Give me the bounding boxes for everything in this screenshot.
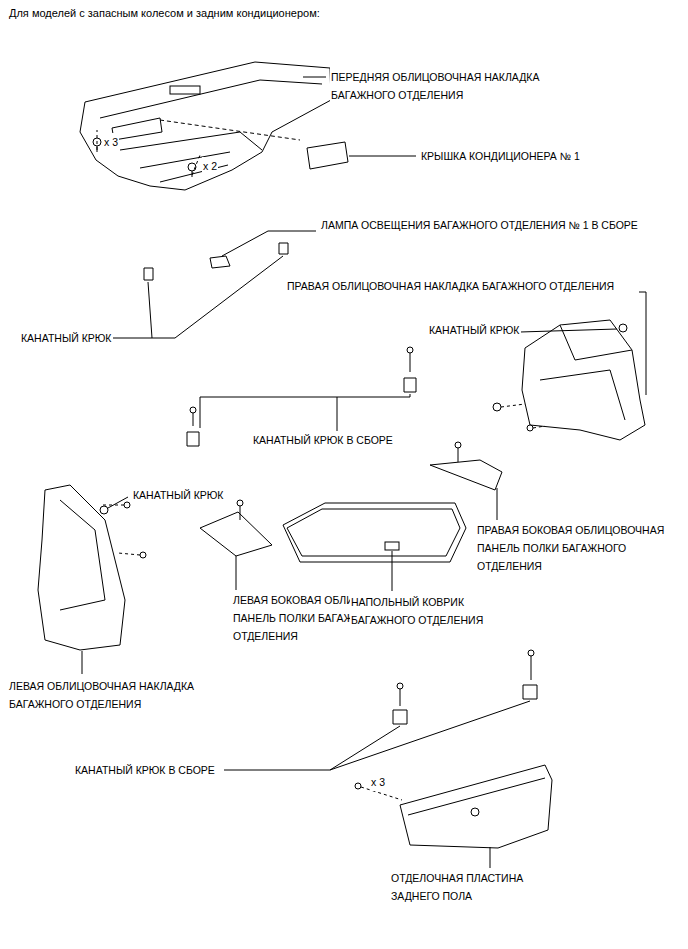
rope-hook-drawing [144,268,153,280]
quantity-label: x 3 [103,133,119,151]
left-shelf-panel-drawing [200,500,272,556]
part-label: КАНАТНЫЙ КРЮК В СБОРЕ [252,431,394,449]
hook-assembly-drawing [523,685,537,699]
quantity-label: x 3 [370,773,386,791]
right-shelf-panel-drawing [430,442,502,490]
page-heading: Для моделей с запасным колесом и задним … [8,4,321,22]
ac-cover-drawing [307,142,348,169]
part-label: КАНАТНЫЙ КРЮК [428,321,521,339]
part-label: ПРАВАЯ БОКОВАЯ ОБЛИЦОВОЧНАЯ ПАНЕЛЬ ПОЛКИ… [476,521,683,575]
rear-floor-plate-drawing [355,765,552,848]
left-trim-drawing [38,485,146,650]
hook-assembly-drawing [393,710,407,724]
part-label: НАПОЛЬНЫЙ КОВРИК БАГАЖНОГО ОТДЕЛЕНИЯ [350,593,512,629]
part-label: КРЫШКА КОНДИЦИОНЕРА № 1 [420,147,581,165]
part-label: КАНАТНЫЙ КРЮК [20,329,113,347]
lamp-drawing [210,256,230,268]
front-trim-drawing [80,62,331,190]
part-label: ЛАМПА ОСВЕЩЕНИЯ БАГАЖНОГО ОТДЕЛЕНИЯ № 1 … [320,216,639,234]
part-label: ПРАВАЯ ОБЛИЦОВОЧНАЯ НАКЛАДКА БАГАЖНОГО О… [286,277,615,295]
part-label: КАНАТНЫЙ КРЮК [132,486,225,504]
part-label: ПЕРЕДНЯЯ ОБЛИЦОВОЧНАЯ НАКЛАДКА БАГАЖНОГО… [330,68,567,104]
hook-assembly-drawing [404,378,416,392]
rope-hook-drawing [279,243,288,254]
part-label: ЛЕВАЯ ОБЛИЦОВОЧНАЯ НАКЛАДКА БАГАЖНОГО ОТ… [8,677,220,713]
quantity-label: x 2 [202,157,218,175]
hook-assembly-drawing [187,432,199,446]
part-label: ОТДЕЛОЧНАЯ ПЛАСТИНА ЗАДНЕГО ПОЛА [390,869,542,905]
part-label: КАНАТНЫЙ КРЮК В СБОРЕ [74,761,216,779]
floor-mat-drawing [283,503,466,562]
